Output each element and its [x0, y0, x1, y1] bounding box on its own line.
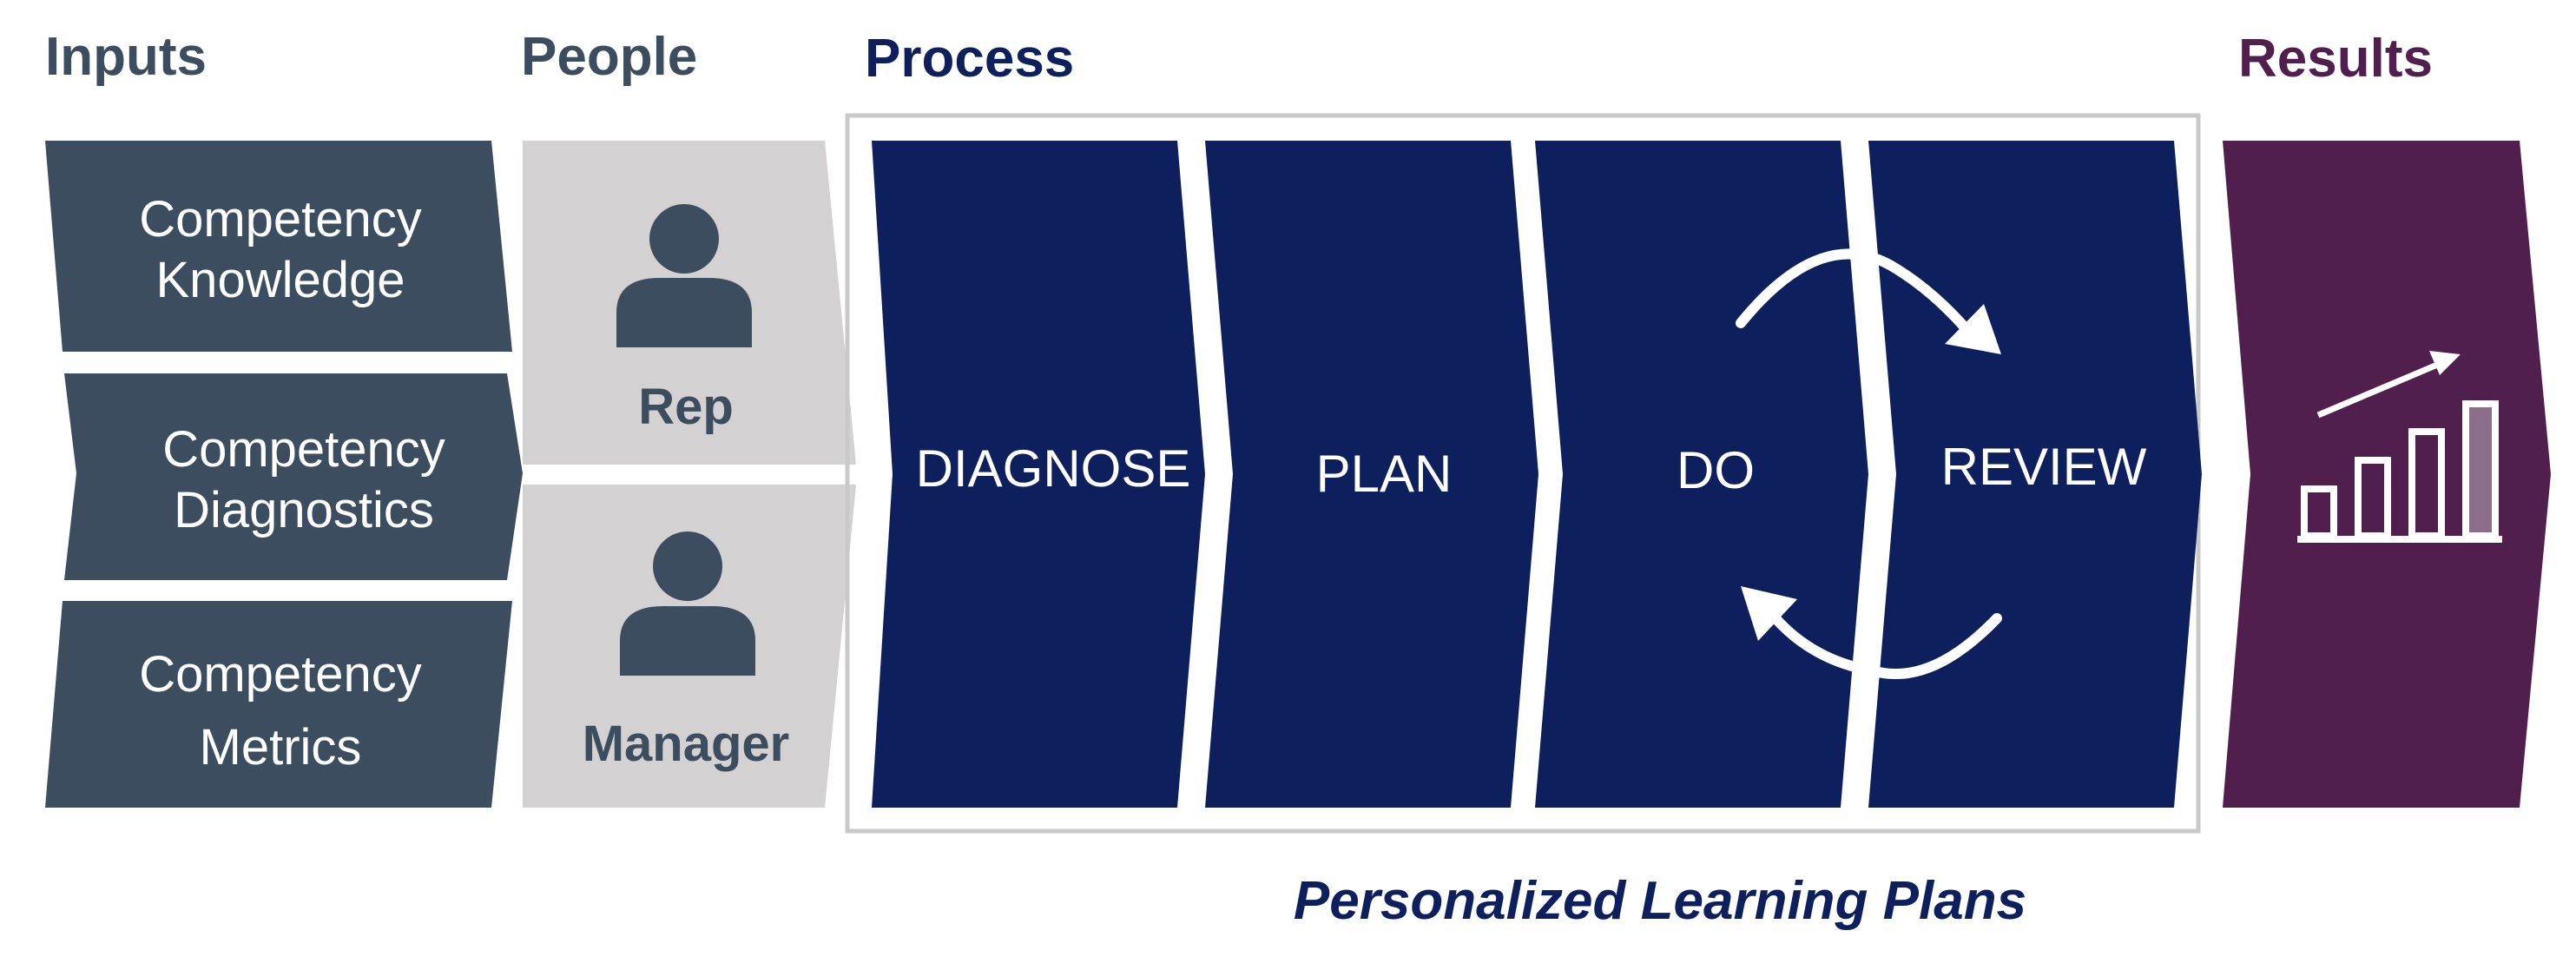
header-people: People: [521, 27, 697, 87]
growth-chart-icon: [2297, 351, 2502, 543]
stage-diagnose-label: DIAGNOSE: [916, 439, 1191, 498]
header-results: Results: [2238, 29, 2433, 89]
process-stages: DIAGNOSE PLAN DO REVIEW: [872, 141, 2202, 808]
person-rep-label: Rep: [638, 379, 734, 435]
person-icon: [620, 531, 755, 676]
person-rep: Rep: [523, 141, 856, 465]
cycle-arrows-icon: [1736, 248, 2002, 679]
stage-do-label: DO: [1677, 441, 1755, 499]
input-metrics-shape: [45, 601, 512, 808]
input-diagnostics-shape: [64, 373, 523, 580]
input-diagnostics-label-1: Competency: [162, 421, 445, 478]
header-process: Process: [865, 29, 1074, 89]
input-metrics-label-2: Metrics: [200, 719, 362, 776]
stage-diagnose: DIAGNOSE: [872, 141, 1205, 808]
people-column: Rep Manager: [523, 141, 856, 808]
input-knowledge-shape: [45, 141, 512, 352]
stage-diagnose-shape: [872, 141, 1205, 808]
stage-do-shape: [1535, 141, 1868, 808]
input-knowledge-label-2: Knowledge: [156, 252, 405, 308]
input-metrics: Competency Metrics: [45, 601, 512, 808]
person-icon: [616, 204, 752, 347]
stage-plan-shape: [1205, 141, 1538, 808]
stage-do: DO: [1535, 141, 1868, 808]
input-knowledge-label-1: Competency: [139, 191, 422, 248]
input-diagnostics: Competency Diagnostics: [64, 373, 523, 580]
input-knowledge: Competency Knowledge: [45, 141, 512, 352]
header-inputs: Inputs: [45, 27, 207, 87]
input-metrics-label-1: Competency: [139, 646, 422, 703]
person-manager-label: Manager: [583, 716, 790, 772]
stage-review: REVIEW: [1868, 141, 2202, 808]
stage-review-label: REVIEW: [1941, 438, 2147, 496]
process-caption: Personalized Learning Plans: [1294, 871, 2026, 931]
inputs-column: Competency Knowledge Competency Diagnost…: [45, 141, 523, 808]
person-manager: Manager: [523, 485, 856, 808]
input-diagnostics-label-2: Diagnostics: [174, 482, 434, 538]
stage-plan-label: PLAN: [1316, 445, 1453, 503]
results-column: [2223, 141, 2551, 808]
stage-plan: PLAN: [1205, 141, 1538, 808]
